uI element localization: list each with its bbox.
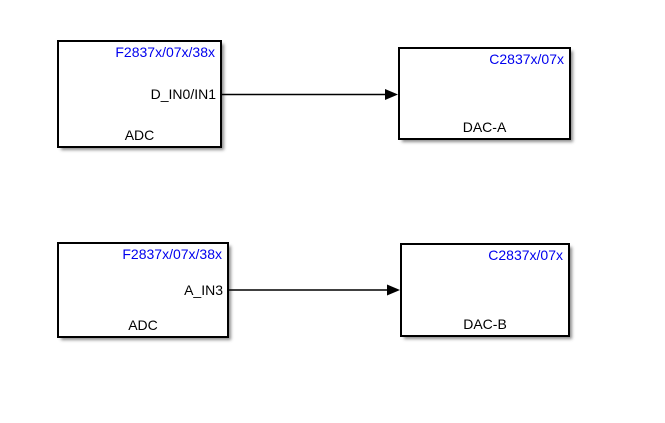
output-port-label: D_IN0/IN1	[150, 86, 216, 102]
signal-line-adc1-to-daca[interactable]	[222, 89, 398, 100]
dac-b-block[interactable]: C2837x/07x DAC-B	[400, 243, 570, 337]
adc-block-1[interactable]: F2837x/07x/38x D_IN0/IN1 ADC	[57, 40, 222, 148]
block-name: DAC-B	[463, 316, 507, 332]
block-name: DAC-A	[462, 119, 507, 135]
block-name: ADC	[128, 317, 158, 333]
output-port-label: A_IN3	[184, 282, 223, 298]
block-type-label: F2837x/07x/38x	[115, 44, 215, 60]
adc-block-2[interactable]: F2837x/07x/38x A_IN3 ADC	[57, 242, 229, 338]
block-type-label: C2837x/07x	[488, 247, 563, 263]
block-type-label: F2837x/07x/38x	[122, 246, 222, 262]
block-type-label: C2837x/07x	[489, 51, 564, 67]
block-name: ADC	[124, 127, 155, 143]
signal-line-adc2-to-dacb[interactable]	[229, 284, 400, 296]
arrowhead-icon	[385, 89, 398, 100]
dac-a-block[interactable]: C2837x/07x DAC-A	[398, 47, 571, 140]
arrowhead-icon	[387, 284, 400, 296]
